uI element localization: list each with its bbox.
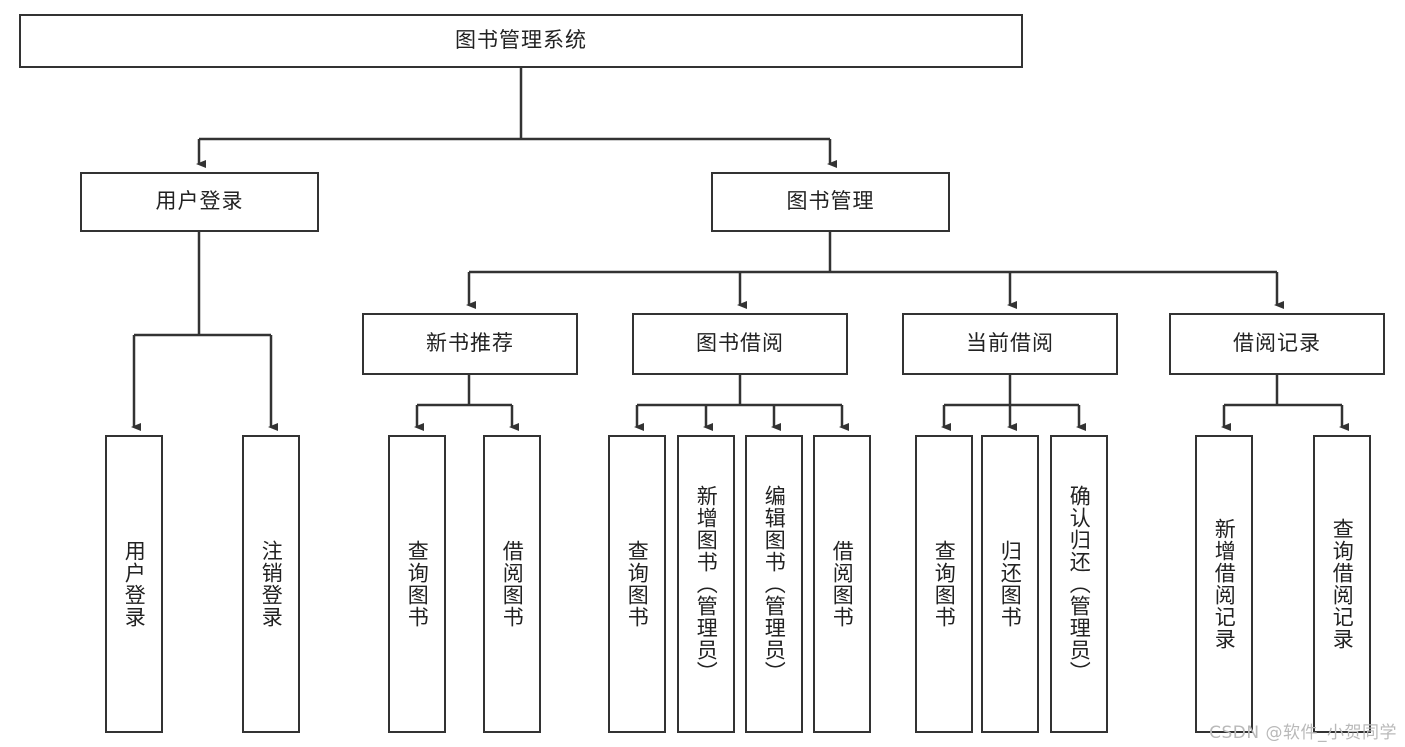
leaf-book-borrow-add[interactable]: 新增图书（管理员） xyxy=(677,435,735,733)
leaf-new-book-borrow[interactable]: 借阅图书 xyxy=(483,435,541,733)
node-label: 确认归还（管理员） xyxy=(1067,485,1092,683)
node-label: 新增借阅记录 xyxy=(1212,518,1237,650)
leaf-user-login-login[interactable]: 用户登录 xyxy=(105,435,163,733)
node-borrow-record[interactable]: 借阅记录 xyxy=(1169,313,1385,375)
leaf-new-book-query[interactable]: 查询图书 xyxy=(388,435,446,733)
node-label: 图书管理 xyxy=(786,189,875,214)
node-label: 编辑图书（管理员） xyxy=(762,485,787,683)
node-label: 用户登录 xyxy=(122,540,147,628)
node-label: 图书借阅 xyxy=(696,331,784,356)
node-label: 归还图书 xyxy=(998,540,1023,628)
node-label: 借阅记录 xyxy=(1233,331,1321,356)
node-label: 用户登录 xyxy=(155,189,244,214)
node-label: 当前借阅 xyxy=(966,331,1054,356)
node-label: 查询图书 xyxy=(625,540,650,628)
leaf-book-borrow-borrow[interactable]: 借阅图书 xyxy=(813,435,871,733)
node-label: 查询图书 xyxy=(932,540,957,628)
node-label: 借阅图书 xyxy=(500,540,525,628)
node-user-login[interactable]: 用户登录 xyxy=(80,172,319,232)
leaf-book-borrow-query[interactable]: 查询图书 xyxy=(608,435,666,733)
leaf-current-borrow-confirm[interactable]: 确认归还（管理员） xyxy=(1050,435,1108,733)
node-label: 借阅图书 xyxy=(830,540,855,628)
leaf-user-login-logout[interactable]: 注销登录 xyxy=(242,435,300,733)
node-current-borrow[interactable]: 当前借阅 xyxy=(902,313,1118,375)
node-label: 查询图书 xyxy=(405,540,430,628)
leaf-borrow-record-query[interactable]: 查询借阅记录 xyxy=(1313,435,1371,733)
node-label: 新书推荐 xyxy=(426,331,514,356)
node-book-borrow[interactable]: 图书借阅 xyxy=(632,313,848,375)
node-label: 新增图书（管理员） xyxy=(694,485,719,683)
watermark-text: CSDN @软件_小贺同学 xyxy=(1209,723,1397,743)
leaf-borrow-record-add[interactable]: 新增借阅记录 xyxy=(1195,435,1253,733)
node-new-book-recommend[interactable]: 新书推荐 xyxy=(362,313,578,375)
node-label: 注销登录 xyxy=(259,540,284,628)
node-label: 图书管理系统 xyxy=(455,28,587,53)
node-root-library-system[interactable]: 图书管理系统 xyxy=(19,14,1023,68)
node-label: 查询借阅记录 xyxy=(1330,518,1355,650)
node-book-management[interactable]: 图书管理 xyxy=(711,172,950,232)
leaf-book-borrow-edit[interactable]: 编辑图书（管理员） xyxy=(745,435,803,733)
leaf-current-borrow-query[interactable]: 查询图书 xyxy=(915,435,973,733)
leaf-current-borrow-return[interactable]: 归还图书 xyxy=(981,435,1039,733)
